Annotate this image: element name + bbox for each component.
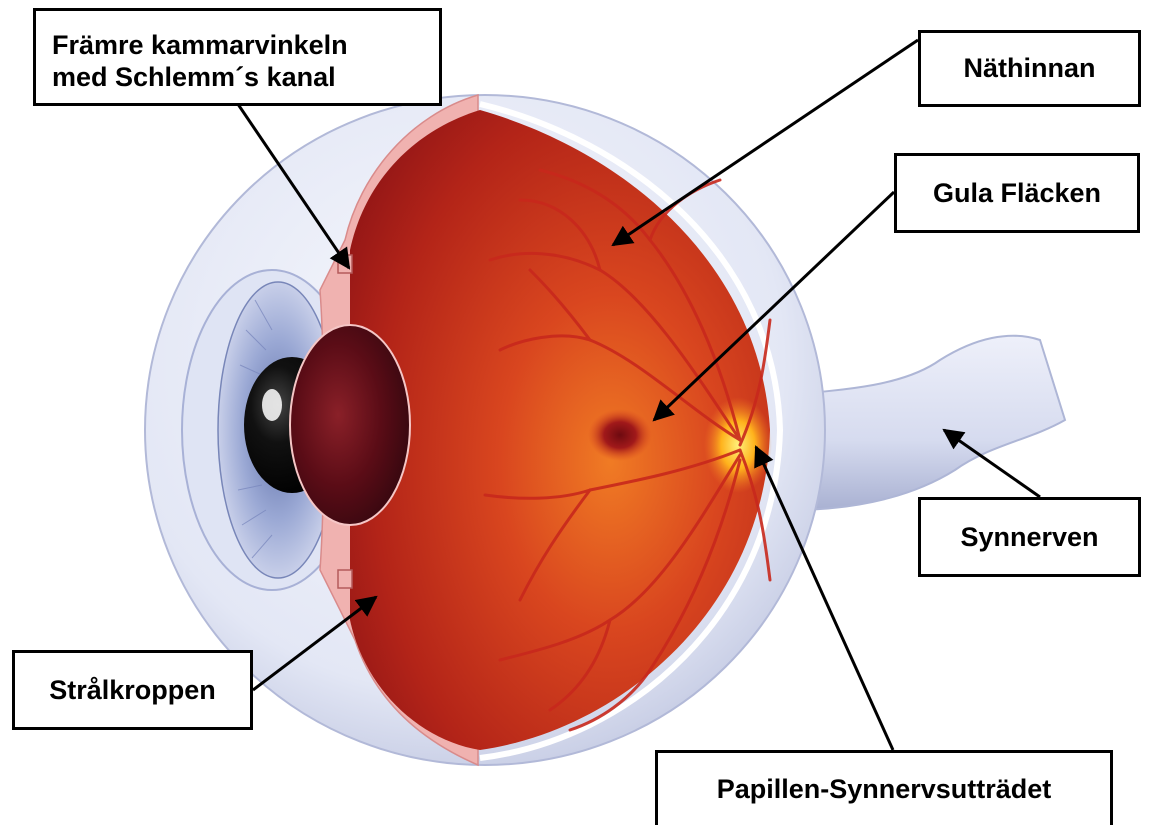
label-optic-disc-text: Papillen-Synnervsutträdet [717,773,1052,805]
label-macula-text: Gula Fläcken [933,177,1101,209]
macula [588,409,652,461]
label-retina: Näthinnan [918,30,1141,107]
label-anterior-chamber-angle-text: Främre kammarvinkeln med Schlemm´s kanal [52,29,348,94]
label-optic-nerve-text: Synnerven [960,521,1098,553]
label-ciliary-body-text: Strålkroppen [49,674,216,706]
label-optic-disc: Papillen-Synnervsutträdet [655,750,1113,825]
label-retina-text: Näthinnan [964,52,1096,84]
label-anterior-chamber-angle: Främre kammarvinkeln med Schlemm´s kanal [33,8,442,106]
lens [290,325,410,525]
optic-disc [704,397,772,493]
pupil-highlight [262,389,282,421]
label-ciliary-body: Strålkroppen [12,650,253,730]
label-macula: Gula Fläcken [894,153,1140,233]
label-optic-nerve: Synnerven [918,497,1141,577]
